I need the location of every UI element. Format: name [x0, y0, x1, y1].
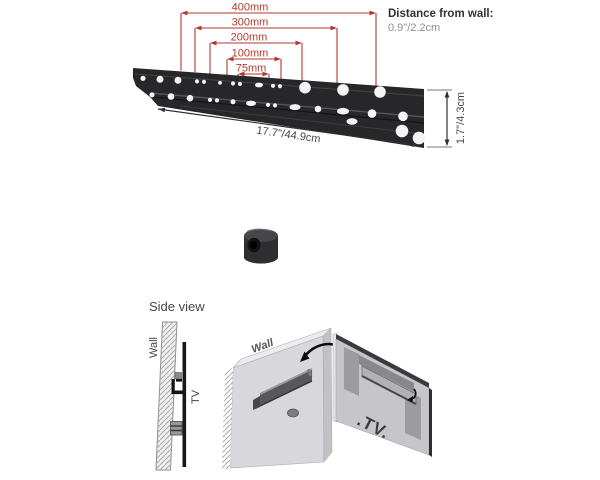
height-dimension: 1.7"/4.3cm	[427, 89, 467, 148]
dimension-arrowheads	[181, 10, 376, 77]
tv-vent-left	[344, 347, 359, 396]
wall-cut-edge	[222, 368, 233, 470]
side-view-tv-panel	[182, 342, 187, 467]
dim-300mm-label: 300mm	[232, 17, 269, 29]
tv-rail	[359, 355, 417, 405]
bracket-holes	[140, 75, 426, 145]
wall-anchor-hole	[287, 408, 299, 418]
distance-from-wall-title: Distance from wall:	[388, 8, 493, 20]
assembly-tv-panel: .TV.	[332, 332, 432, 457]
assembly-wall-bracket	[253, 368, 313, 410]
side-view-hook	[171, 372, 183, 395]
dimension-diagram: 400mm 300mm 200mm 100mm 75mm Distance fr…	[133, 2, 493, 148]
wall-bracket-illustration	[133, 68, 426, 148]
dim-400mm-label: 400mm	[232, 2, 269, 14]
distance-from-wall-value: 0.9"/2.2cm	[388, 22, 440, 34]
side-view-title: Side view	[149, 299, 205, 314]
dimension-lines	[180, 12, 377, 88]
spacer-illustration	[244, 228, 278, 264]
side-view-diagram: Side view Wall TV	[148, 299, 205, 471]
side-view-wall-label: Wall	[148, 337, 160, 358]
tv-vent-right	[405, 390, 421, 440]
rail-hook-icon	[407, 388, 417, 403]
dim-75mm-label: 75mm	[236, 63, 267, 75]
side-view-spacer	[170, 421, 183, 436]
dim-200mm-label: 200mm	[231, 32, 268, 44]
assembly-wall	[222, 327, 333, 470]
dim-100mm-label: 100mm	[232, 48, 269, 60]
side-view-tv-label: TV	[190, 389, 202, 404]
bracket-height-label: 1.7"/4.3cm	[455, 92, 467, 144]
assembly-diagram: Wall	[222, 327, 432, 470]
